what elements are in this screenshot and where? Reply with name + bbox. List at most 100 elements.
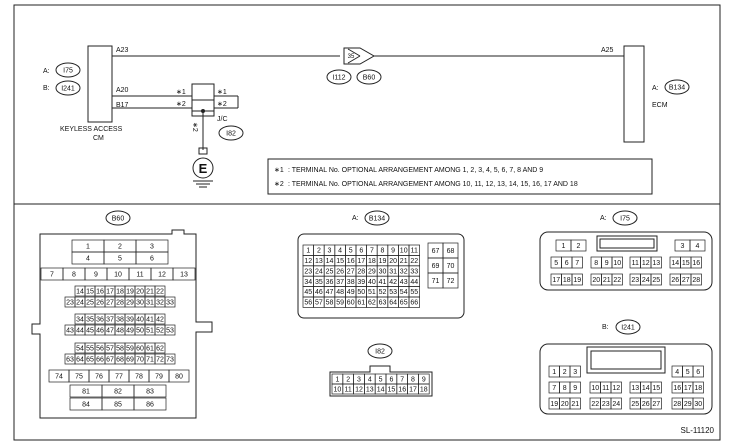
i82-pin-label: 3 [357,376,361,383]
b60-pin-cell [172,267,196,281]
b134-pin-label: 60 [347,300,355,307]
b60-pin-label: 11 [136,271,143,278]
b134-pin-label: 72 [447,278,455,285]
connector-label-i82: I82 [226,131,236,138]
i75-pin-label: 14 [671,260,679,267]
b60-pin-label: 45 [86,327,94,334]
face-outline-i75 [539,231,713,291]
b134-pin-label: 6 [359,248,363,255]
b60-pin-label: 13 [180,271,188,278]
i241-pin-label: 24 [612,401,620,408]
b134-pin-label: 66 [410,300,418,307]
b60-pin-label: 27 [106,299,114,306]
face-badge-i241 [615,319,641,335]
i82-pin-label: 4 [368,376,372,383]
b134-pin-label: 44 [410,279,418,286]
connector-badge-i75 [55,62,81,78]
i75-pin-cell [570,239,587,252]
face-outline-i241 [539,343,713,415]
b60-pin-label: 42 [156,316,164,323]
b134-pin-label: 14 [326,258,334,265]
i75-pin-label: 13 [652,260,660,267]
b134-pin-label: 49 [347,289,355,296]
b134-pin-label: 40 [368,279,376,286]
inline-connector-shape [343,47,376,65]
b60-pin-label: 35 [86,316,94,323]
i241-pin-label: 14 [642,385,650,392]
b60-pin-label: 33 [166,299,174,306]
i75-pin-label: 9 [605,260,609,267]
b60-pin-label: 26 [96,299,104,306]
i75-pin-label: 22 [613,277,621,284]
b60-pin-label: 30 [136,299,144,306]
i75-pin-cell [611,273,623,286]
b60-pin-label: 64 [76,356,84,363]
i75-pin-label: 12 [642,260,650,267]
b60-pin-label: 25 [86,299,94,306]
connector-label-i112: I112 [332,75,345,82]
b134-pin-label: 36 [326,279,334,286]
b60-pin-label: 28 [116,299,124,306]
b134-pin-label: 34 [304,279,312,286]
i75-pin-cell [571,273,583,286]
face-prefix-i75: A: [600,215,607,222]
b134-pin-label: 61 [357,300,365,307]
prefix-a-b134: A: [652,85,659,92]
connector-badge-b60-inline [356,69,382,85]
b60-pin-label: 73 [166,356,174,363]
face-label-i241: I241 [621,325,635,332]
b60-pin-label: 58 [116,345,124,352]
face-label-i75: I75 [620,216,630,223]
b134-pin-label: 39 [357,279,365,286]
i241-pin-label: 20 [561,401,569,408]
note2-mark: ∗2 [274,181,284,188]
i75-pin-label: 2 [577,243,581,250]
b60-pin-cell [135,251,169,265]
i241-pin-label: 28 [673,401,681,408]
ground-symbol-label: E [199,161,208,176]
i75-pin-label: 8 [594,260,598,267]
i241-pin-label: 22 [591,401,599,408]
connector-badge-i112 [326,69,352,85]
jc-left-star1: ∗1 [176,89,186,96]
i241-pin-label: 5 [686,369,690,376]
face-prefix-b134: A: [352,215,359,222]
keyless-label-line2: CM [93,135,104,142]
i82-pin-label: 12 [355,386,363,393]
b60-pin-label: 21 [146,288,154,295]
b134-pin-label: 35 [315,279,323,286]
b134-pin-label: 56 [304,300,312,307]
note1-text: : TERMINAL No. OPTIONAL ARRANGEMENT AMON… [288,167,543,174]
i75-pin-label: 16 [692,260,700,267]
b134-pin-label: 2 [317,248,321,255]
b134-pin-label: 50 [357,289,365,296]
outer-frame [13,4,721,441]
b134-pin-label: 54 [400,289,408,296]
i82-pin-label: 2 [346,376,350,383]
i241-pin-label: 10 [591,385,599,392]
b134-pin-label: 20 [389,258,397,265]
b60-pin-label: 74 [55,373,63,380]
b134-pin-cell [408,296,420,308]
b134-pin-label: 1 [306,248,310,255]
b134-pin-label: 64 [389,300,397,307]
b134-pin-label: 70 [447,263,455,270]
b134-pin-label: 48 [336,289,344,296]
b60-pin-label: 70 [136,356,144,363]
b134-pin-label: 59 [336,300,344,307]
b134-pin-label: 3 [328,248,332,255]
prefix-b-i241: B: [43,85,50,92]
b134-pin-label: 27 [347,268,355,275]
i75-pin-label: 18 [563,277,571,284]
b60-pin-label: 78 [135,373,143,380]
b134-pin-label: 32 [400,268,408,275]
face-latch-i241 [586,346,666,374]
b134-pin-label: 46 [315,289,323,296]
b60-pin-label: 62 [156,345,164,352]
b60-pin-label: 55 [86,345,94,352]
b60-pin-label: 53 [166,327,174,334]
b60-pin-label: 34 [76,316,84,323]
i241-pin-label: 3 [573,369,577,376]
